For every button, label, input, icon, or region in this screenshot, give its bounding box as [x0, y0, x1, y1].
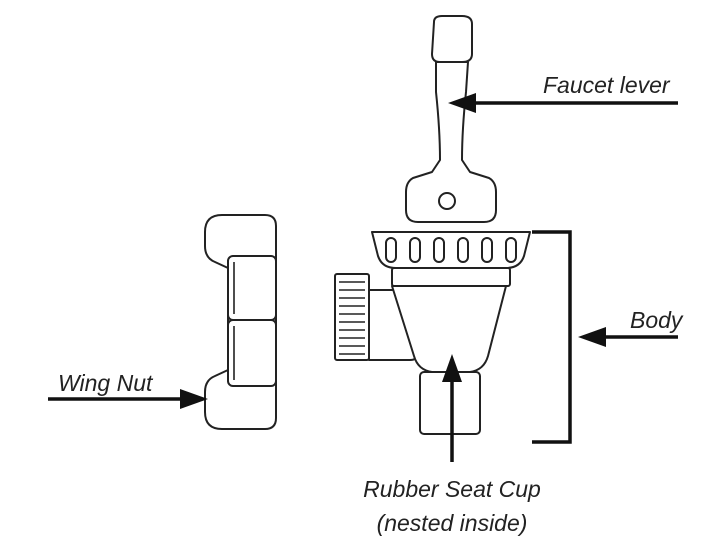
body-label: Body [630, 307, 684, 333]
rubber-seat-cup-arrow [442, 354, 462, 462]
wing-nut-label: Wing Nut [58, 370, 154, 396]
rubber-seat-cup-note: (nested inside) [377, 510, 528, 536]
body-arrow [578, 327, 678, 347]
valve-body-part [334, 231, 531, 435]
wing-nut-arrow [48, 389, 208, 409]
wing-nut-part [204, 214, 277, 430]
faucet-lever-part [405, 15, 497, 223]
faucet-lever-arrow [448, 93, 678, 113]
rubber-seat-cup-label: Rubber Seat Cup [363, 476, 541, 502]
faucet-lever-label: Faucet lever [543, 72, 671, 98]
body-bracket [532, 230, 572, 444]
